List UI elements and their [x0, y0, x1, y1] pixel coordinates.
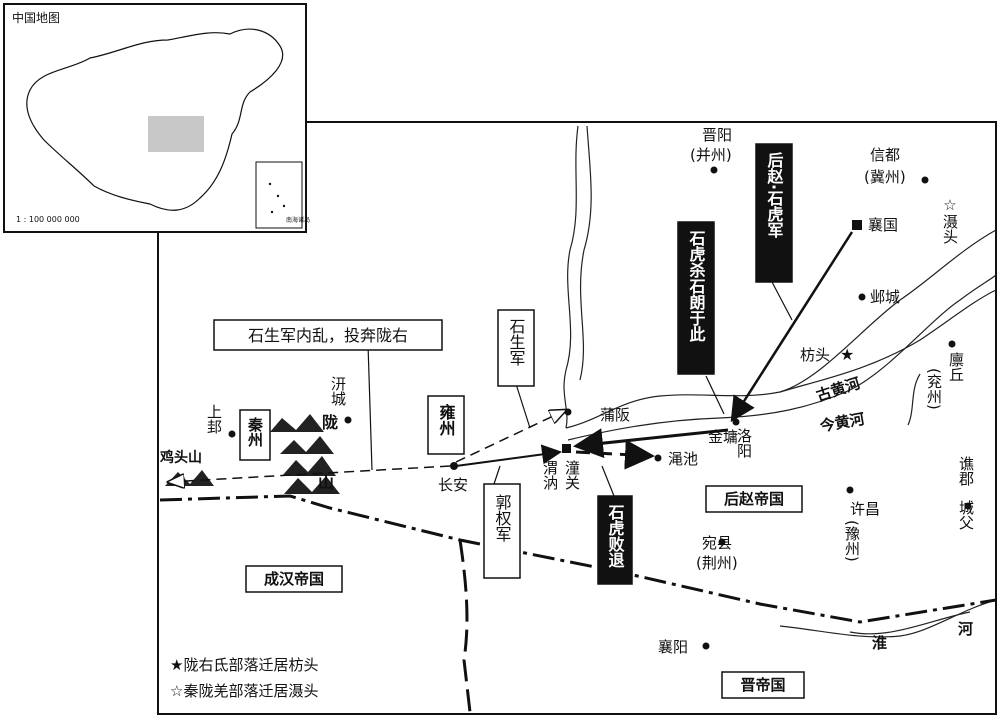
region-jin-box [721, 671, 805, 699]
box-guoquan-jun [483, 483, 521, 579]
label-fangtou: 枋头 [800, 346, 830, 364]
region-labels: 后赵帝国 成汉帝国 晋帝国 [245, 485, 805, 699]
label-wanxian: 宛县 [702, 534, 732, 552]
label-jizhou: (冀州) [864, 168, 906, 186]
text-shihu-baitui: 石虎败退 [606, 504, 626, 568]
label-luoyang: 洛阳 [735, 428, 753, 458]
fangtou-star-icon: ★ [840, 345, 854, 364]
label-jingzhou: (荆州) [696, 554, 738, 572]
label-chengfu: 城父 [957, 500, 975, 530]
box-houzhao-shihu [755, 143, 793, 283]
text-shisheng-neiluan: 石生军内乱，投奔陇右 [248, 326, 408, 345]
annotation-boxes: 石生军内乱，投奔陇右 石生军 石虎杀石朗于此 后赵·石虎军 雍州 秦州 郭权军 … [213, 143, 793, 585]
label-puban: 蒲阪 [600, 406, 630, 424]
inset-south-sea-label: 南海诸岛 [286, 216, 310, 224]
region-houzhao: 后赵帝国 [724, 490, 784, 508]
box-shisheng-jun [497, 309, 535, 387]
label-shetou: ☆滠头 [941, 196, 959, 244]
box-shisheng-neiluan [213, 319, 443, 351]
text-houzhao-shihu: 后赵·石虎军 [765, 152, 785, 239]
rivers [563, 125, 997, 638]
text-qinzhou: 秦州 [246, 416, 264, 448]
legend-item-1: ★陇右氐部落迁居枋头 [170, 656, 318, 674]
text-shisheng-jun: 石生军 [507, 318, 526, 366]
text-shihu-sha: 石虎杀石朗于此 [687, 230, 707, 342]
label-shan: 山 [318, 473, 334, 492]
label-jitoushan: 鸡头山 [159, 449, 202, 466]
inset-south-sea-box [255, 161, 303, 229]
label-xiangyang: 襄阳 [658, 638, 688, 656]
label-jinyong: 金墉 [708, 428, 738, 446]
box-qinzhou [239, 409, 271, 461]
text-yongzhou: 雍州 [437, 403, 457, 436]
city-dots: ★ [228, 166, 972, 650]
label-long: 陇 [322, 413, 338, 432]
inset-scale: 1 : 100 000 000 [16, 215, 80, 224]
box-shihu-baitui [597, 495, 633, 585]
legend-item-2: ☆秦陇羌部落迁居滠头 [170, 682, 318, 700]
label-tongguan: 潼关 [563, 459, 581, 490]
label-shanggui: 上邽 [205, 404, 223, 434]
text-guoquan-jun: 郭权军 [493, 494, 512, 542]
label-xiangguo: 襄国 [868, 216, 898, 234]
region-chenghan-box [245, 565, 343, 593]
label-xindu: 信都 [870, 146, 900, 164]
mountain-symbols [165, 414, 340, 494]
legend: ★陇右氐部落迁居枋头 ☆秦陇羌部落迁居滠头 [170, 656, 318, 700]
region-chenghan: 成汉帝国 [264, 570, 324, 588]
label-bingzhou: (并州) [690, 146, 732, 164]
inset-highlight-area [148, 116, 204, 152]
label-weina: 渭汭 [541, 460, 559, 491]
label-xuchang: 许昌 [850, 500, 880, 518]
box-yongzhou [427, 395, 465, 455]
label-qiancheng: 汧城 [329, 376, 347, 407]
label-huai: 淮 [872, 634, 887, 652]
border-south [159, 494, 997, 624]
routes [168, 231, 854, 497]
label-yanzhou: (兖州) [925, 368, 943, 410]
inset-title: 中国地图 [12, 10, 60, 25]
region-houzhao-box [705, 485, 803, 513]
label-qiaojun: 谯郡 [957, 456, 975, 486]
inset-map: 中国地图 南海诸岛 1 : 100 000 000 [3, 3, 310, 233]
label-linqiu: 廪丘 [947, 352, 965, 382]
label-jinyang: 晋阳 [702, 126, 732, 144]
box-shihu-sha [677, 221, 715, 375]
label-mianchi: 渑池 [668, 450, 698, 468]
label-yecheng: 邺城 [870, 288, 900, 306]
border-chenghan-jin [458, 539, 472, 713]
label-changan: 长安 [438, 476, 468, 494]
region-jin: 晋帝国 [740, 676, 785, 694]
label-he: 河 [958, 620, 973, 638]
label-yuzhou: (豫州) [843, 520, 861, 562]
vertical-labels: ☆滠头 廪丘 (兖州) 洛阳 渭汭 潼关 汧城 上邽 谯郡 城父 (豫州) 陇 … [205, 196, 975, 562]
